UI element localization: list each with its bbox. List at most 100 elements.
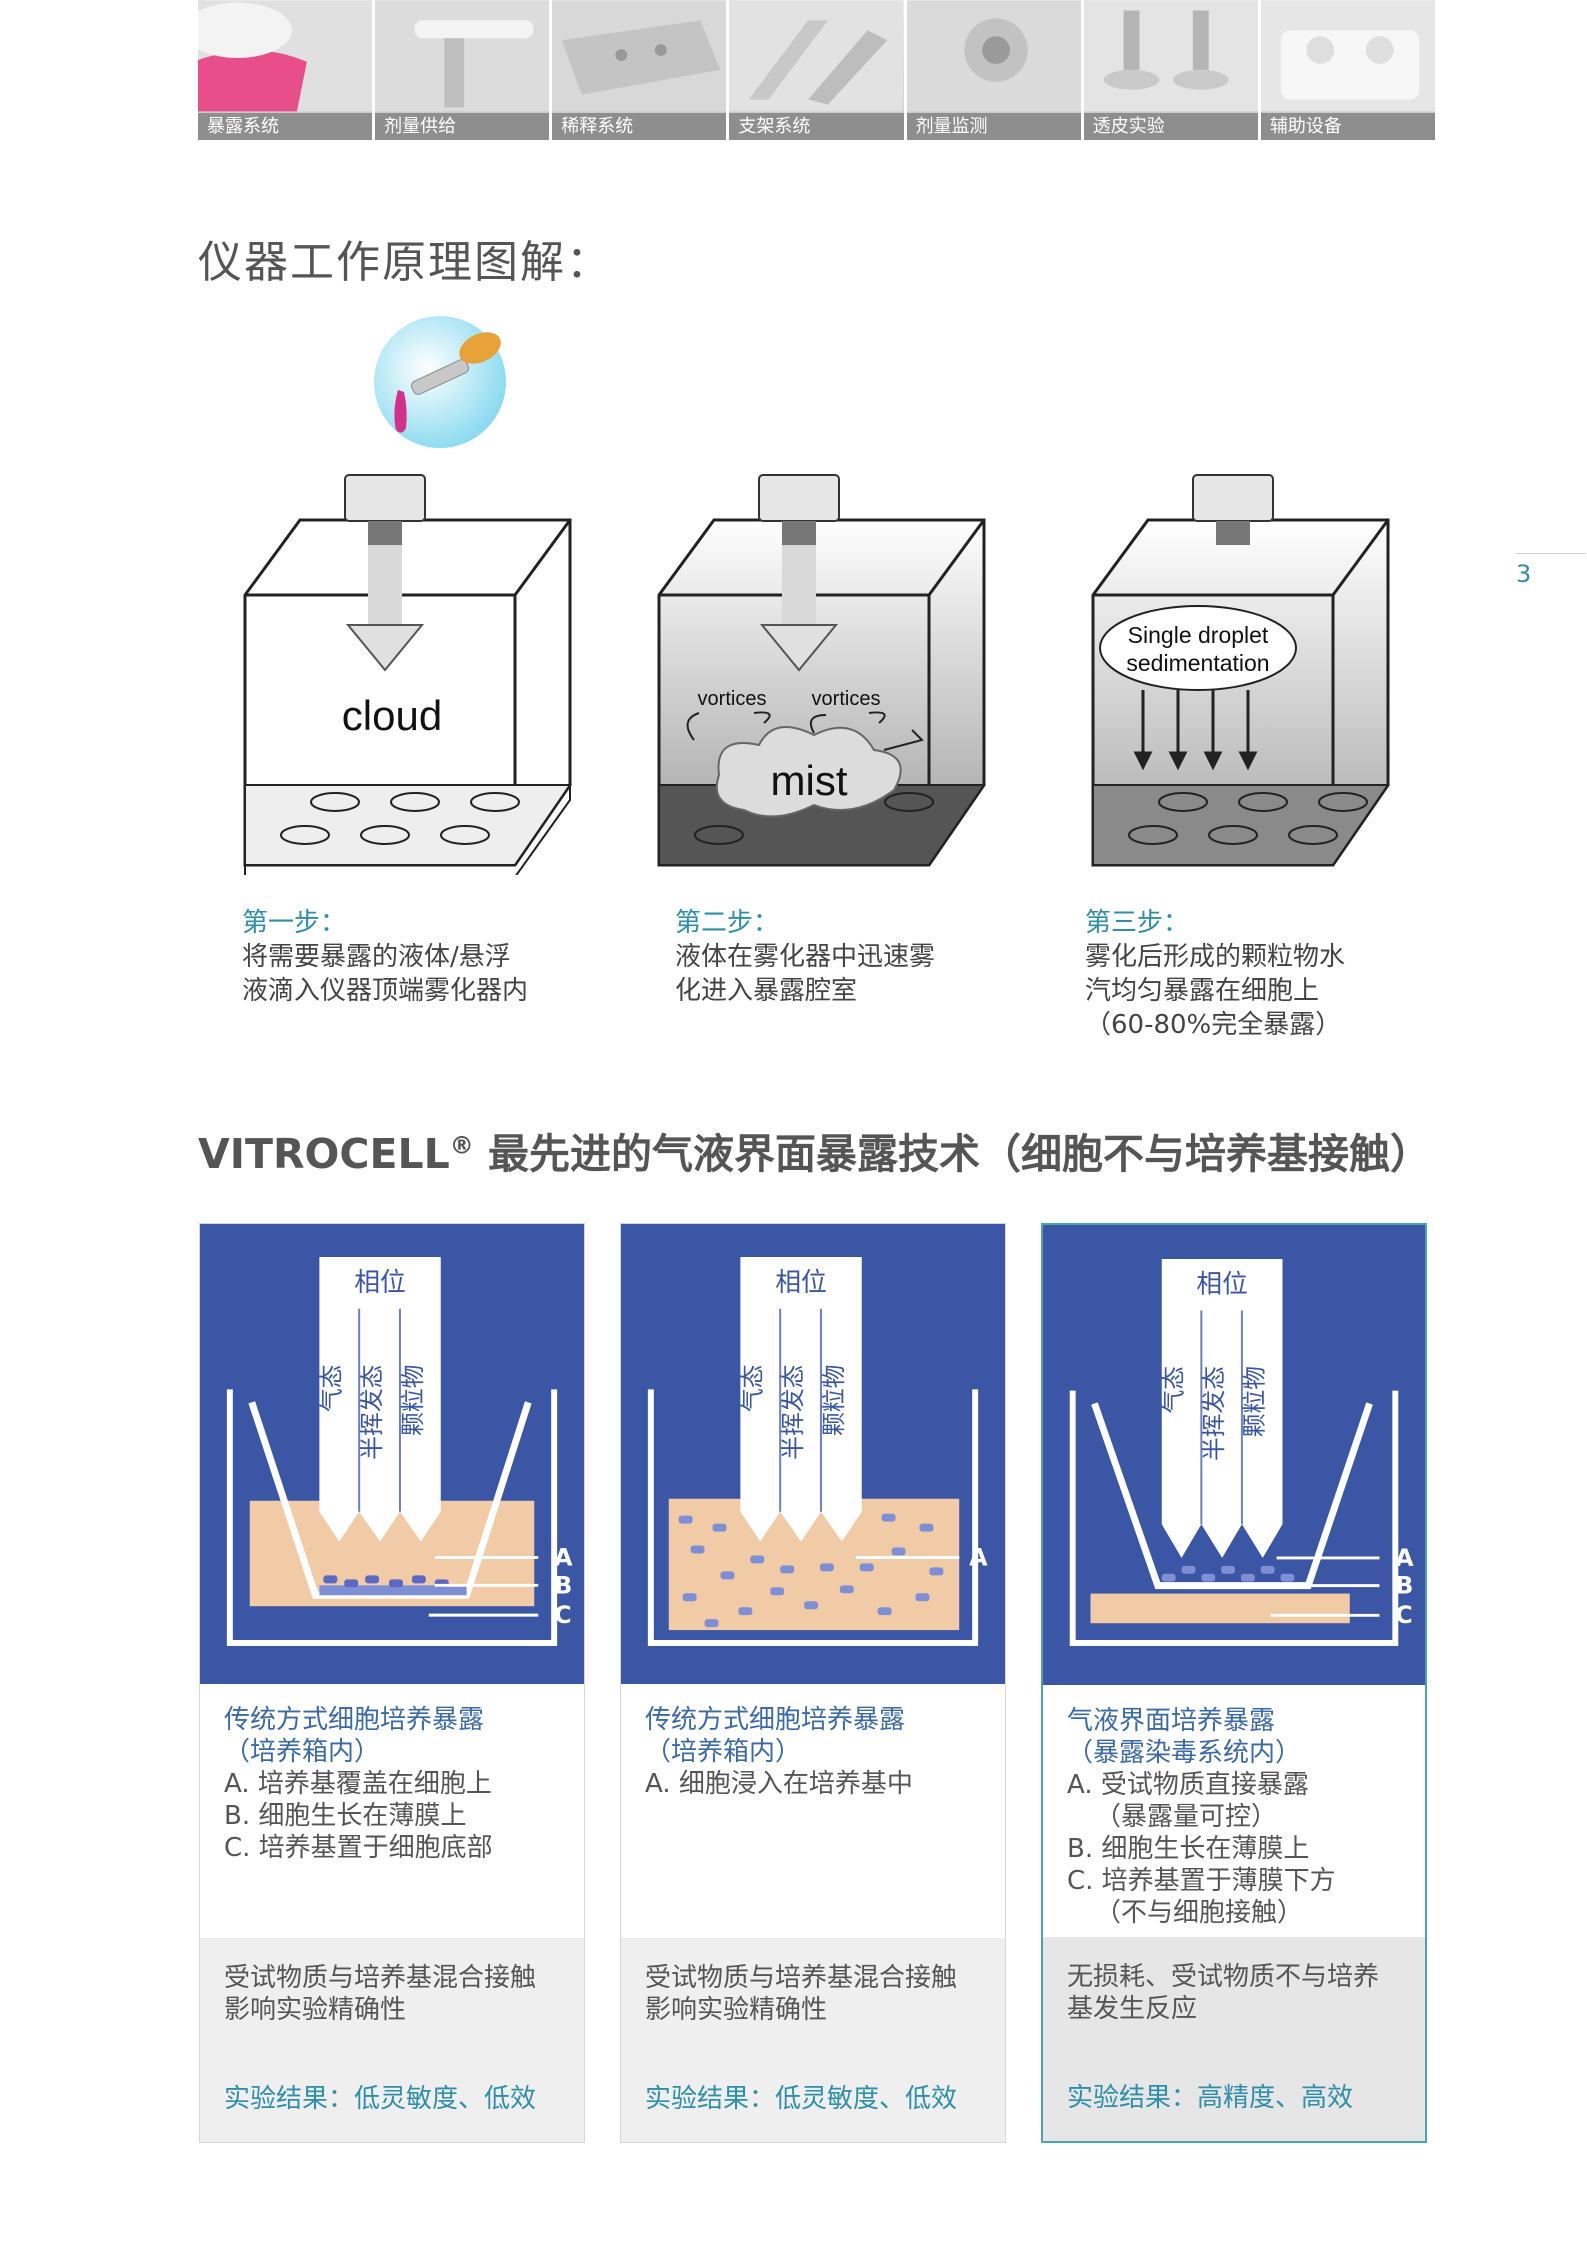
comparison-card-traditional-1: 相位 气态 半挥发态 颗粒物 A B C 传统方式细胞培养暴露 （培养箱内） A…	[199, 1223, 585, 2143]
step2-vortex-right-label: vortices	[812, 688, 881, 710]
vitrocell-heading: VITROCELL® 最先进的气液界面暴露技术（细胞不与培养基接触）	[198, 1120, 1431, 1180]
step1-cloud-label: cloud	[342, 692, 442, 739]
nav-tile-transdermal[interactable]: 透皮实验	[1083, 0, 1258, 140]
card-item: A. 培养基覆盖在细胞上	[224, 1769, 492, 1799]
phase-particle: 颗粒物	[820, 1364, 848, 1436]
card-result: 实验结果：低灵敏度、低效	[224, 2084, 537, 2114]
phase-semivolatile: 半挥发态	[358, 1364, 386, 1459]
card-subtitle: （培养箱内）	[224, 1737, 381, 1767]
marker-a: A	[554, 1543, 573, 1571]
pipette-icon	[374, 316, 506, 448]
phase-gas: 气态	[1160, 1366, 1188, 1414]
step3-line: （60-80%完全暴露）	[1085, 1010, 1342, 1040]
nav-tile-dilution[interactable]: 稀释系统	[552, 0, 727, 140]
page-number-rule	[1516, 553, 1586, 554]
dilution-photo	[552, 0, 727, 112]
nav-label: 透皮实验	[1083, 113, 1258, 140]
nav-tile-aux[interactable]: 辅助设备	[1260, 0, 1435, 140]
marker-c: C	[554, 1601, 572, 1629]
card1-description: 传统方式细胞培养暴露 （培养箱内） A. 培养基覆盖在细胞上 B. 细胞生长在薄…	[224, 1704, 493, 1864]
step3-line: 雾化后形成的颗粒物水	[1085, 942, 1346, 972]
step3-chamber-diagram: Single droplet sedimentation	[1091, 474, 1390, 867]
card-item: B. 细胞生长在薄膜上	[224, 1801, 467, 1831]
card-result: 实验结果：高精度、高效	[1067, 2083, 1354, 2113]
step1-chamber-diagram: cloud	[243, 474, 572, 875]
phase-label: 相位	[775, 1268, 827, 1298]
step2-chamber-diagram: mist vortices vortices	[657, 474, 986, 867]
category-nav-strip: 暴露系统 剂量供给 稀释系统 支架系统 剂量监测	[198, 0, 1435, 140]
monitor-photo	[906, 0, 1081, 112]
nav-tile-support[interactable]: 支架系统	[729, 0, 904, 140]
step3-title: 第三步：	[1085, 908, 1190, 938]
card-item: B. 细胞生长在薄膜上	[1067, 1834, 1310, 1864]
step1-line: 液滴入仪器顶端雾化器内	[242, 976, 529, 1006]
comparison-card-air-liquid: 相位 气态 半挥发态 颗粒物 A B C 气液界面培养暴露 （暴露染毒系统内） …	[1041, 1223, 1427, 2143]
step3-line: 汽均匀暴露在细胞上	[1085, 976, 1320, 1006]
card2-description: 传统方式细胞培养暴露 （培养箱内） A. 细胞浸入在培养基中	[645, 1704, 913, 1800]
step2-line: 化进入暴露腔室	[675, 976, 858, 1006]
exposure-photo	[198, 0, 373, 112]
phase-gas: 气态	[738, 1364, 766, 1412]
card-note: 无损耗、受试物质不与培养 基发生反应	[1067, 1961, 1379, 2025]
card-item: （不与细胞接触）	[1095, 1898, 1304, 1928]
step2-title: 第二步：	[675, 908, 780, 938]
marker-a: A	[969, 1543, 988, 1571]
card-result: 实验结果：低灵敏度、低效	[645, 2084, 958, 2114]
marker-b: B	[1395, 1572, 1413, 1600]
note-line: 受试物质与培养基混合接触	[645, 1963, 958, 1993]
card-item: C. 培养基置于细胞底部	[224, 1833, 493, 1863]
note-line: 影响实验精确性	[224, 1995, 407, 2025]
nav-label: 稀释系统	[552, 113, 727, 140]
page-number: 3	[1516, 560, 1532, 588]
transdermal-photo	[1083, 0, 1258, 112]
marker-b: B	[554, 1571, 572, 1599]
nav-label: 支架系统	[729, 113, 904, 140]
dosing-photo	[375, 0, 550, 112]
nav-tile-monitor[interactable]: 剂量监测	[906, 0, 1081, 140]
card-note: 受试物质与培养基混合接触 影响实验精确性	[224, 1962, 536, 2026]
phase-particle: 颗粒物	[399, 1364, 427, 1436]
card2-footer: 受试物质与培养基混合接触 影响实验精确性 实验结果：低灵敏度、低效	[621, 1938, 1005, 2142]
card-title: 传统方式细胞培养暴露	[224, 1705, 485, 1735]
step1-text: 第一步： 将需要暴露的液体/悬浮 液滴入仪器顶端雾化器内	[242, 906, 528, 1008]
card-item: A. 受试物质直接暴露	[1067, 1770, 1309, 1800]
card-note: 受试物质与培养基混合接触 影响实验精确性	[645, 1962, 957, 2026]
card3-phase-diagram: 相位 气态 半挥发态 颗粒物 A B C	[1043, 1225, 1425, 1685]
phase-semivolatile: 半挥发态	[779, 1364, 807, 1459]
card-item: A. 细胞浸入在培养基中	[645, 1769, 913, 1799]
phase-label: 相位	[1196, 1270, 1247, 1300]
card1-phase-diagram: 相位 气态 半挥发态 颗粒物 A B C	[200, 1224, 584, 1684]
card-item: C. 培养基置于薄膜下方	[1067, 1866, 1336, 1896]
nav-tile-dosing[interactable]: 剂量供给	[375, 0, 550, 140]
nav-label: 剂量供给	[375, 113, 550, 140]
card2-phase-diagram: 相位 气态 半挥发态 颗粒物 A	[621, 1224, 1005, 1684]
brand-name: VITROCELL	[198, 1130, 450, 1178]
aux-photo	[1260, 0, 1435, 112]
card-subtitle: （暴露染毒系统内）	[1067, 1738, 1302, 1768]
step2-line: 液体在雾化器中迅速雾	[675, 942, 936, 972]
phase-semivolatile: 半挥发态	[1200, 1366, 1228, 1461]
marker-a: A	[1395, 1544, 1414, 1572]
note-line: 受试物质与培养基混合接触	[224, 1963, 537, 1993]
note-line: 影响实验精确性	[645, 1995, 828, 2025]
step2-vortex-left-label: vortices	[698, 688, 767, 710]
card-subtitle: （培养箱内）	[645, 1737, 802, 1767]
bubble-line-1: Single droplet	[1128, 622, 1269, 648]
comparison-card-traditional-2: 相位 气态 半挥发态 颗粒物 A 传统方式细胞培养暴露 （培养箱内） A. 细胞…	[620, 1223, 1006, 2143]
support-photo	[729, 0, 904, 112]
card-title: 传统方式细胞培养暴露	[645, 1705, 906, 1735]
step1-line: 将需要暴露的液体/悬浮	[242, 942, 511, 972]
phase-particle: 颗粒物	[1241, 1366, 1269, 1437]
note-line: 无损耗、受试物质不与培养	[1067, 1962, 1380, 1992]
step1-title: 第一步：	[242, 908, 347, 938]
card3-description: 气液界面培养暴露 （暴露染毒系统内） A. 受试物质直接暴露 （暴露量可控） B…	[1067, 1705, 1336, 1929]
nav-label: 剂量监测	[906, 113, 1081, 140]
phase-gas: 气态	[317, 1364, 345, 1412]
marker-c: C	[1395, 1601, 1412, 1629]
bubble-line-2: sedimentation	[1126, 650, 1269, 676]
card-title: 气液界面培养暴露	[1067, 1706, 1276, 1736]
phase-label: 相位	[354, 1268, 406, 1298]
card3-footer: 无损耗、受试物质不与培养 基发生反应 实验结果：高精度、高效	[1043, 1937, 1425, 2141]
nav-tile-exposure[interactable]: 暴露系统	[198, 0, 373, 140]
step2-mist-label: mist	[771, 757, 848, 804]
